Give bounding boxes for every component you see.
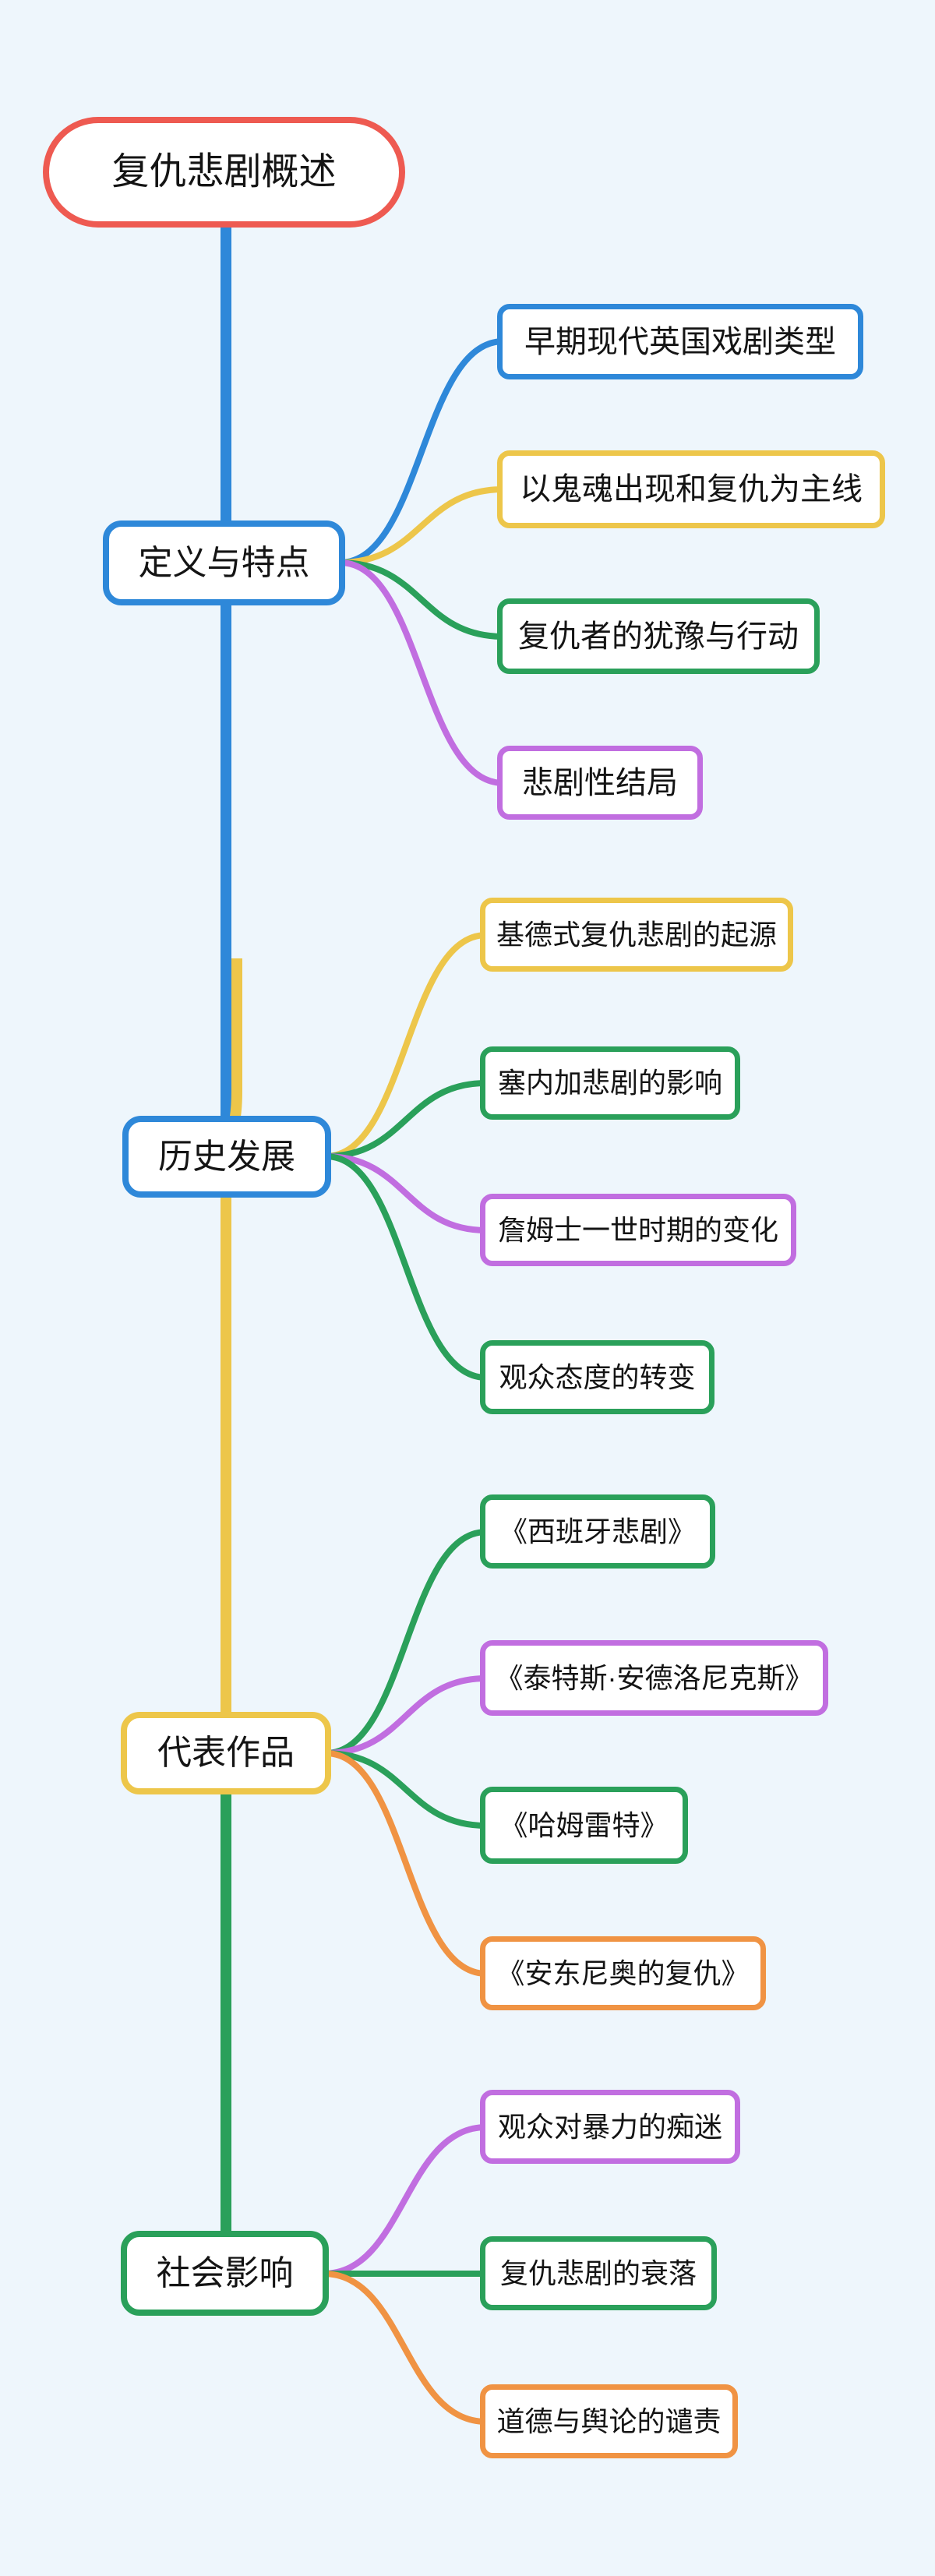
child-topic[interactable]: 早期现代英国戏剧类型 [497, 304, 863, 379]
link-impact-child-1 [320, 2124, 489, 2277]
child-topic[interactable]: 《哈姆雷特》 [480, 1787, 688, 1864]
link-definition-child-2 [337, 486, 506, 566]
child-topic[interactable]: 观众态度的转变 [480, 1340, 714, 1414]
link-history-child-3 [323, 1153, 489, 1233]
child-topic[interactable]: 复仇者的犹豫与行动 [497, 598, 820, 674]
link-works-child-3 [323, 1750, 489, 1829]
child-topic[interactable]: 《泰特斯·安德洛尼克斯》 [480, 1640, 828, 1716]
link-history-child-4 [323, 1153, 489, 1381]
child-topic[interactable]: 悲剧性结局 [497, 746, 703, 820]
child-topic[interactable]: 基德式复仇悲剧的起源 [480, 898, 793, 972]
link-works-child-1 [323, 1529, 489, 1756]
link-definition-child-3 [337, 559, 506, 640]
child-topic[interactable]: 观众对暴力的痴迷 [480, 2090, 740, 2164]
link-history-child-2 [323, 1080, 489, 1159]
child-topic[interactable]: 塞内加悲剧的影响 [480, 1046, 740, 1120]
branch-topic-works[interactable]: 代表作品 [121, 1712, 331, 1794]
child-topic[interactable]: 以鬼魂出现和复仇为主线 [497, 450, 885, 528]
child-topic[interactable]: 道德与舆论的谴责 [480, 2384, 738, 2458]
link-impact-child-3 [320, 2271, 489, 2425]
branch-topic-impact[interactable]: 社会影响 [121, 2231, 329, 2316]
child-topic[interactable]: 复仇悲剧的衰落 [480, 2236, 717, 2310]
child-topic[interactable]: 《安东尼奥的复仇》 [480, 1936, 766, 2010]
link-works-child-4 [323, 1750, 489, 1977]
link-definition-child-4 [337, 559, 506, 786]
link-definition-child-1 [337, 338, 506, 566]
link-history-child-1 [323, 932, 489, 1159]
branch-topic-history[interactable]: 历史发展 [122, 1116, 331, 1198]
child-topic[interactable]: 《西班牙悲剧》 [480, 1494, 715, 1569]
link-works-child-2 [323, 1675, 489, 1756]
branch-topic-definition[interactable]: 定义与特点 [103, 520, 345, 605]
child-topic[interactable]: 詹姆士一世时期的变化 [480, 1194, 796, 1266]
root-topic[interactable]: 复仇悲剧概述 [43, 117, 405, 228]
